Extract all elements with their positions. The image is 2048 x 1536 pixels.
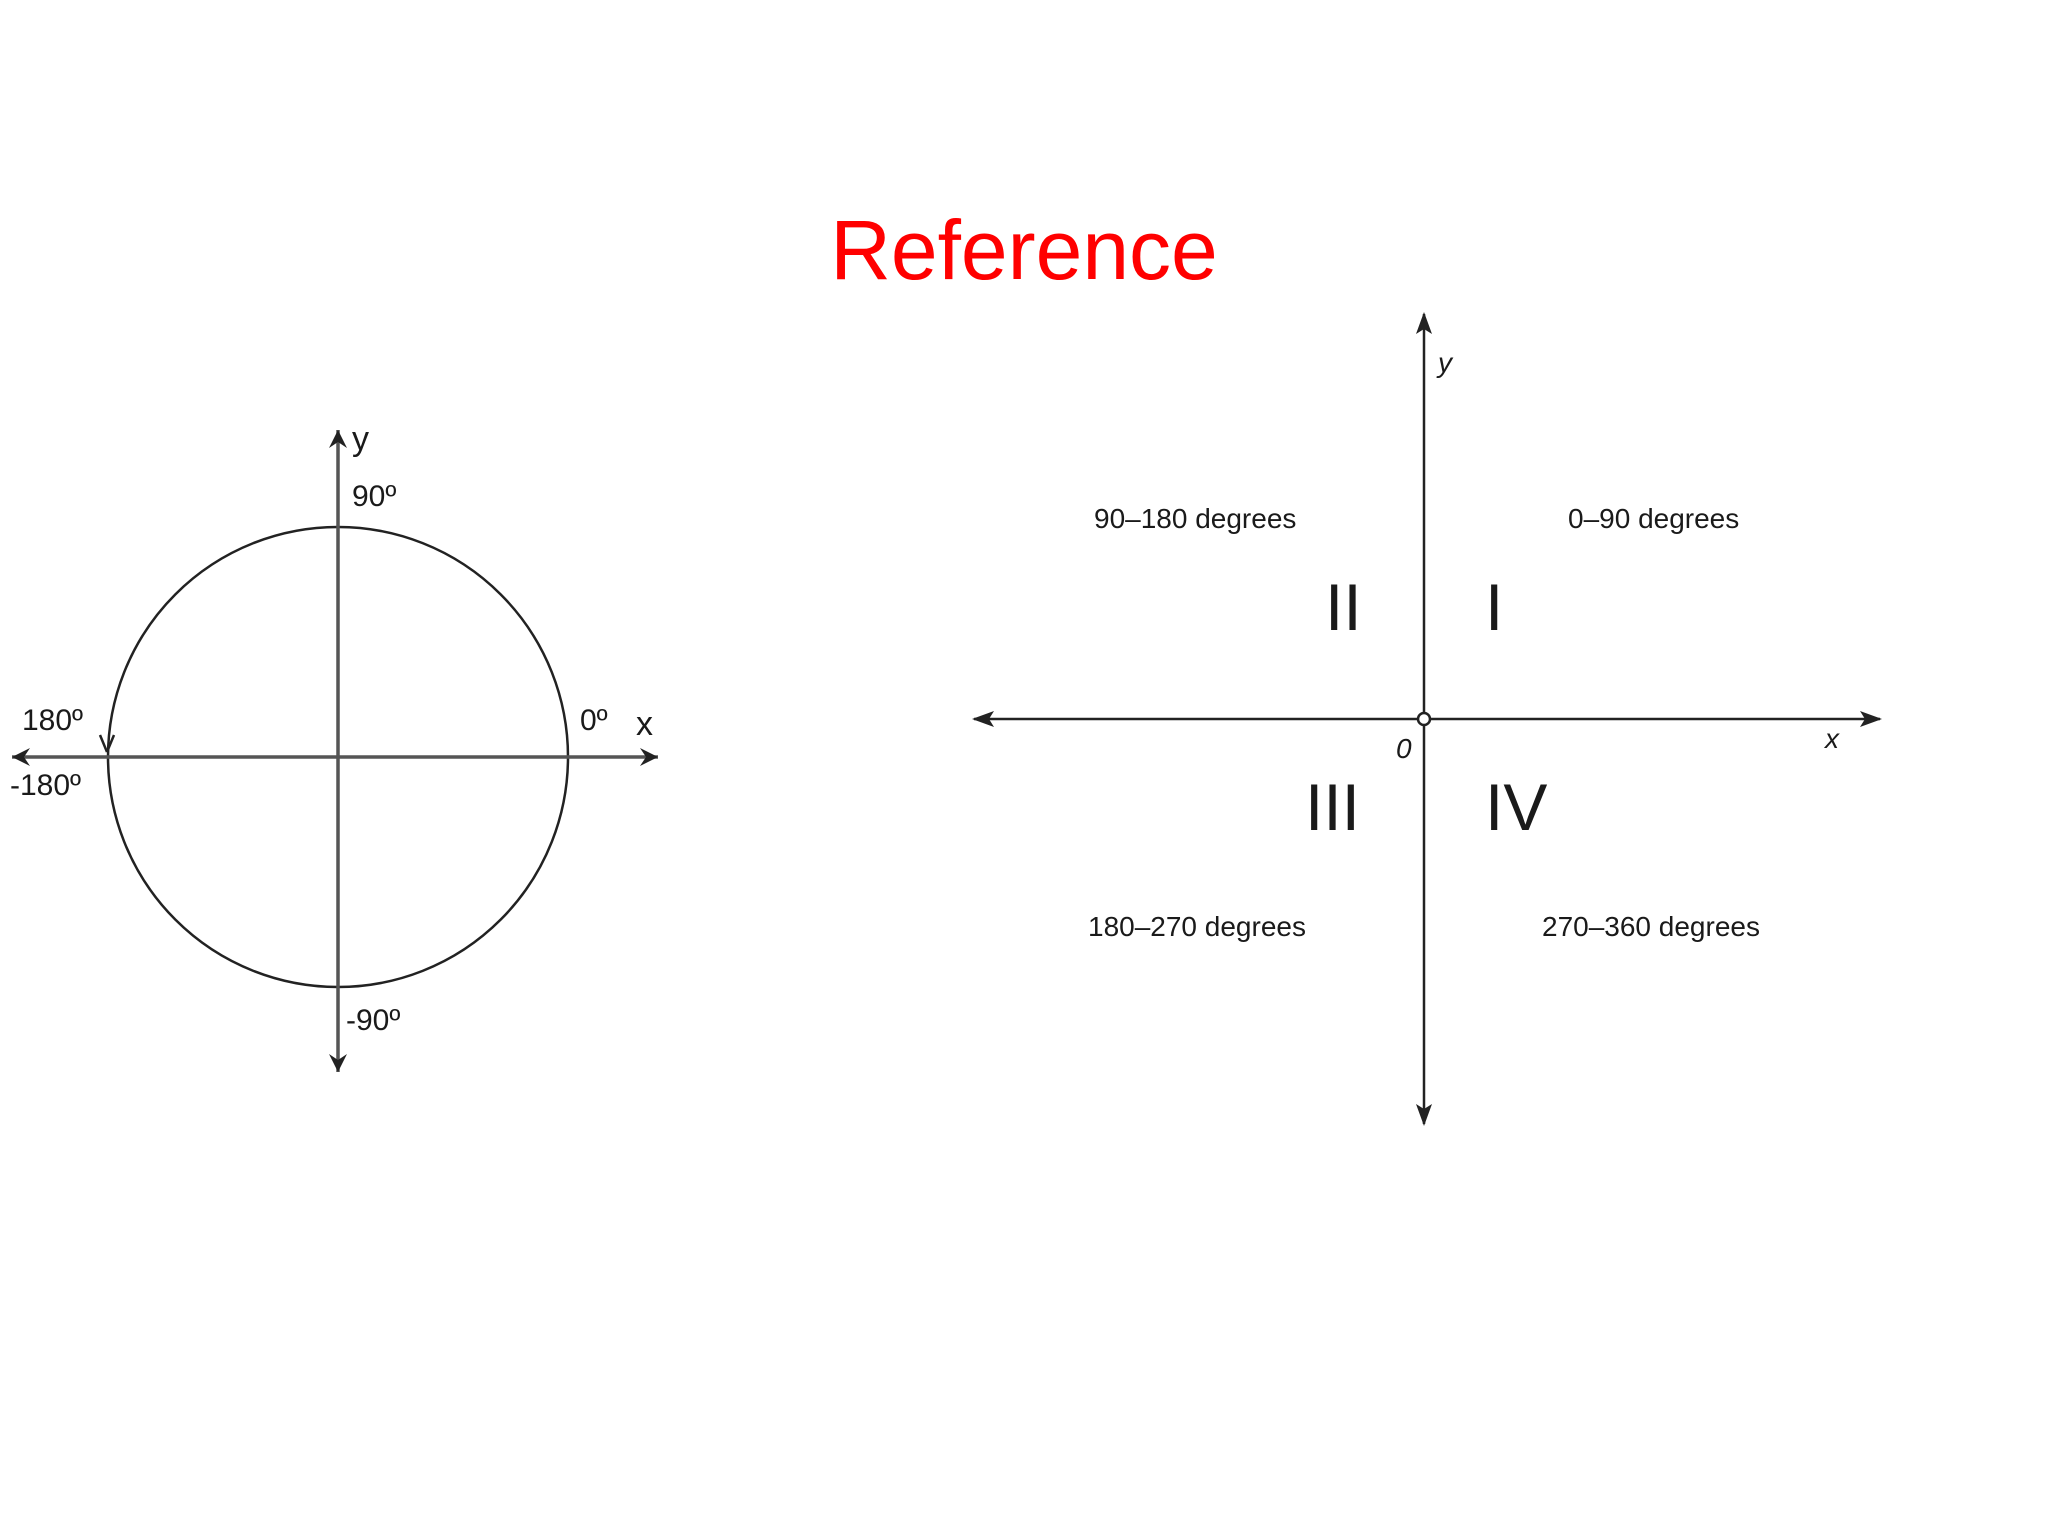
x-axis-left-arrow-icon <box>12 748 30 766</box>
quadrant-numeral-iv: IV <box>1485 770 1547 844</box>
quadrant-y-bottom-arrow-icon <box>1416 1104 1432 1126</box>
quadrant-numeral-i: I <box>1485 570 1503 644</box>
quadrant-x-label: x <box>1823 723 1840 754</box>
x-axis-right-arrow-icon <box>640 748 658 766</box>
y-axis-bottom-arrow-icon <box>329 1054 347 1072</box>
quadrant-numeral-iii: III <box>1305 770 1360 844</box>
quadrant-range-iii: 180–270 degrees <box>1088 911 1306 942</box>
quadrant-range-ii: 90–180 degrees <box>1094 503 1296 534</box>
quadrant-y-label: y <box>1436 347 1454 378</box>
quadrant-x-left-arrow-icon <box>972 711 994 727</box>
quadrant-x-right-arrow-icon <box>1860 711 1882 727</box>
quadrant-y-top-arrow-icon <box>1416 312 1432 334</box>
angle-180-arrow-icon <box>98 734 116 753</box>
quadrant-range-i: 0–90 degrees <box>1568 503 1739 534</box>
label-90-degrees: 90º <box>352 480 396 513</box>
unit-circle-diagram: y x 90º 0º 180º -180º -90º <box>10 420 658 1072</box>
quadrant-range-iv: 270–360 degrees <box>1542 911 1760 942</box>
quadrant-numeral-ii: II <box>1325 570 1362 644</box>
y-axis-top-arrow-icon <box>329 430 347 448</box>
label-neg90-degrees: -90º <box>346 1004 400 1037</box>
origin-point <box>1416 711 1432 727</box>
unit-circle-x-label: x <box>636 705 653 743</box>
quadrant-diagram: y x 0 I II III IV 0–90 degrees 90–180 de… <box>972 312 1882 1126</box>
label-0-degrees: 0º <box>580 704 608 737</box>
label-neg180-degrees: -180º <box>10 769 81 802</box>
unit-circle-y-label: y <box>352 420 369 458</box>
slide-title: Reference <box>830 203 1218 297</box>
origin-label: 0 <box>1396 733 1412 764</box>
label-180-degrees: 180º <box>22 704 83 737</box>
